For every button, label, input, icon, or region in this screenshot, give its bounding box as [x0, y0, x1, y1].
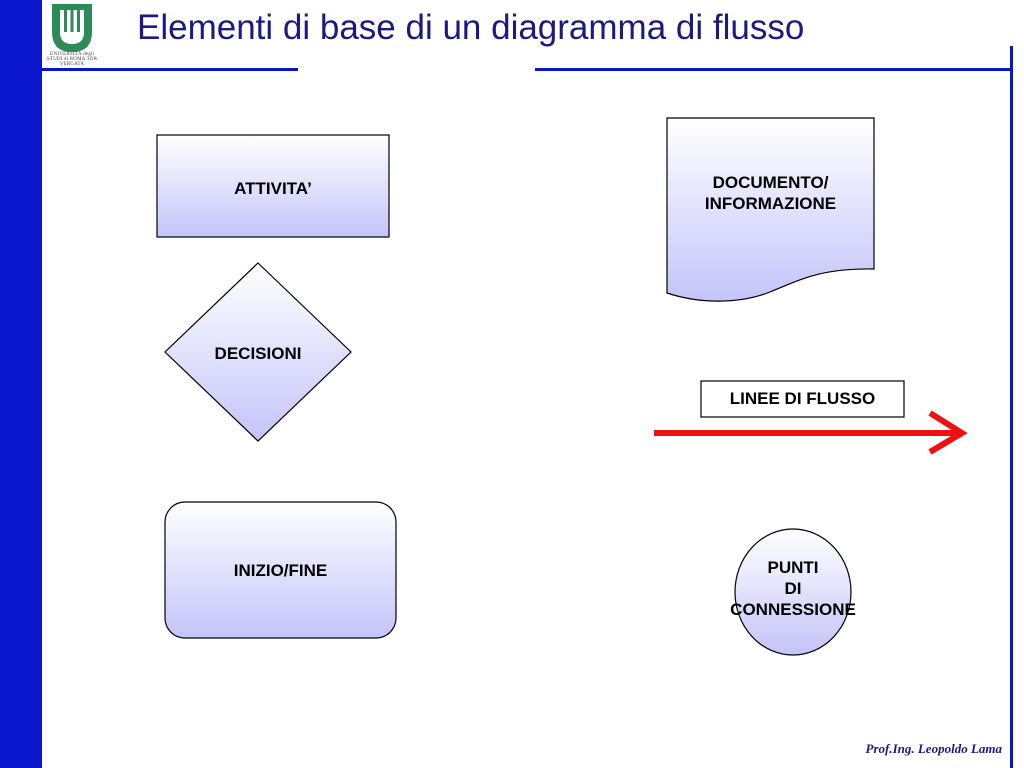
logo-caption: UNIVERSITÀ degli STUDI di ROMA TOR VERGA… — [46, 52, 98, 67]
footer-author: Prof.Ing. Leopoldo Lama — [865, 741, 1003, 756]
activity-label: ATTIVITA’ — [234, 179, 312, 198]
decision-shape — [164, 262, 352, 442]
connector-label: PUNTI DI CONNESSIONE — [730, 558, 856, 619]
slide-title: Elementi di base di un diagramma di flus… — [137, 8, 805, 47]
title-rule-left — [42, 68, 298, 71]
document-label: DOCUMENTO/ INFORMAZIONE — [704, 173, 837, 213]
university-logo — [52, 4, 92, 52]
flow-lines-label-box — [700, 380, 905, 418]
activity-shape — [156, 134, 390, 238]
terminal-shape — [164, 501, 397, 639]
document-shape — [666, 117, 875, 302]
title-rule-right — [535, 68, 1012, 71]
connector-shape — [734, 528, 852, 656]
flow-lines-label: LINEE DI FLUSSO — [729, 389, 876, 408]
flow-arrow-head — [928, 410, 968, 455]
terminal-label: INIZIO/FINE — [233, 561, 328, 580]
decision-label: DECISIONI — [214, 344, 302, 363]
right-rule — [1010, 46, 1013, 768]
left-accent-bar — [0, 0, 42, 768]
